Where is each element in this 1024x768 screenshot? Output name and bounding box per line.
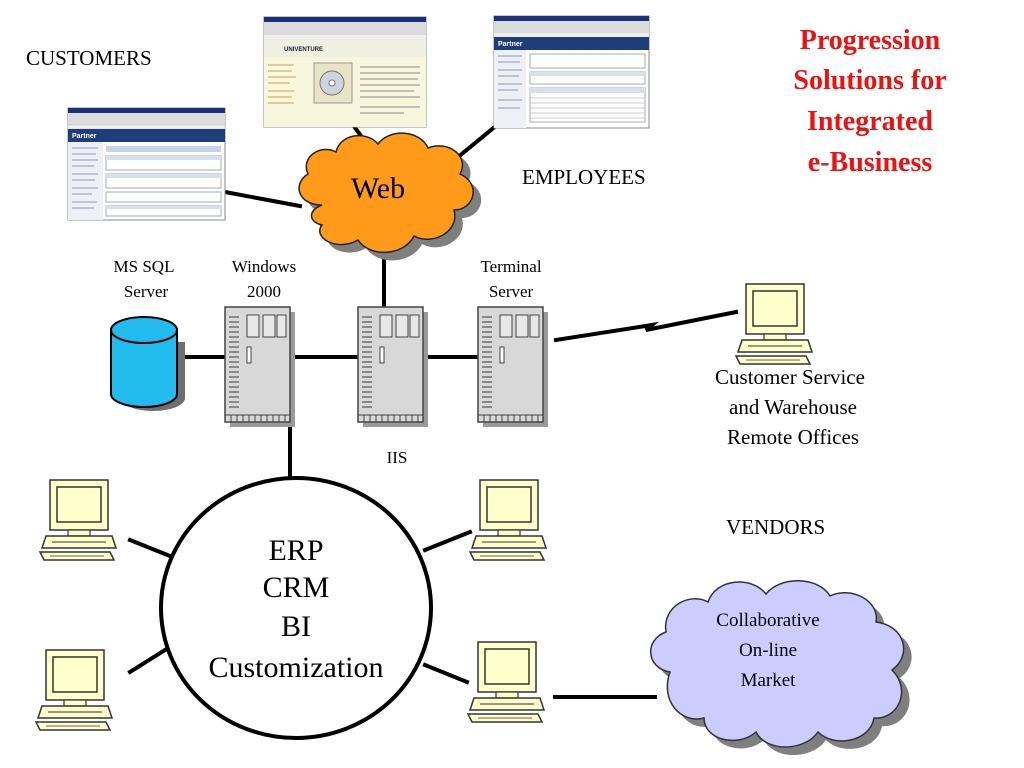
market-line-1: Collaborative bbox=[716, 610, 819, 631]
windows-label-2: 2000 bbox=[247, 282, 281, 301]
core-customization: Customization bbox=[209, 651, 384, 684]
ms-sql-database-icon bbox=[110, 316, 185, 411]
terminal-label-2: Server bbox=[489, 282, 534, 301]
slide-title: Progression Solutions for Integrated e-B… bbox=[793, 25, 946, 178]
ms-sql-label-1: MS SQL bbox=[114, 257, 175, 276]
employee-portal-brand: Partner bbox=[498, 41, 523, 48]
lan-terminal-3-icon bbox=[35, 649, 113, 731]
core-crm: CRM bbox=[263, 571, 330, 604]
customer-portal-screenshot: Partner bbox=[67, 107, 226, 221]
univenture-site-screenshot: UNIVENTURE bbox=[263, 16, 427, 128]
lan-terminal-2-icon bbox=[469, 479, 547, 561]
title-line-1: Progression bbox=[800, 25, 941, 56]
windows-server-icon bbox=[224, 306, 296, 428]
core-bi: BI bbox=[281, 610, 311, 643]
wire-terminal-remote bbox=[553, 309, 739, 343]
ms-sql-label-2: Server bbox=[124, 282, 169, 301]
lan-terminal-1-icon bbox=[39, 479, 117, 561]
vendors-label: VENDORS bbox=[726, 515, 825, 539]
iis-label: IIS bbox=[387, 448, 408, 467]
lan-terminal-4-icon bbox=[467, 641, 545, 723]
connection-lines bbox=[127, 122, 739, 699]
univenture-brand: UNIVENTURE bbox=[284, 47, 323, 53]
terminal-label-1: Terminal bbox=[480, 257, 541, 276]
remote-offices-line-3: Remote Offices bbox=[727, 425, 859, 449]
iis-server-icon bbox=[357, 306, 429, 428]
terminal-server-icon bbox=[477, 306, 549, 428]
web-cloud-label: Web bbox=[351, 172, 405, 205]
market-cloud: Collaborative On-line Market bbox=[649, 580, 912, 755]
web-cloud: Web bbox=[298, 132, 482, 261]
wire-pc2-core bbox=[422, 529, 473, 553]
employees-label: EMPLOYEES bbox=[522, 165, 646, 189]
title-line-2: Solutions for bbox=[793, 65, 946, 96]
customers-label: CUSTOMERS bbox=[26, 46, 152, 70]
wire-customers-web bbox=[222, 189, 303, 209]
core-system: ERP CRM BI Customization bbox=[159, 476, 433, 740]
customer-portal-brand: Partner bbox=[72, 133, 97, 140]
title-line-4: e-Business bbox=[808, 147, 933, 178]
title-line-3: Integrated bbox=[807, 106, 933, 137]
market-line-3: Market bbox=[741, 670, 797, 691]
remote-office-terminal-icon bbox=[735, 283, 813, 365]
wire-pc3-core bbox=[127, 647, 168, 675]
employee-portal-screenshot: Partner bbox=[493, 15, 650, 129]
windows-label-1: Windows bbox=[232, 257, 296, 276]
remote-offices-line-1: Customer Service bbox=[715, 365, 865, 389]
wire-pc1-core bbox=[127, 537, 173, 559]
remote-offices-line-2: and Warehouse bbox=[729, 395, 857, 419]
market-line-2: On-line bbox=[739, 640, 797, 661]
core-erp: ERP bbox=[268, 534, 323, 567]
wire-pc4-core bbox=[422, 662, 470, 685]
